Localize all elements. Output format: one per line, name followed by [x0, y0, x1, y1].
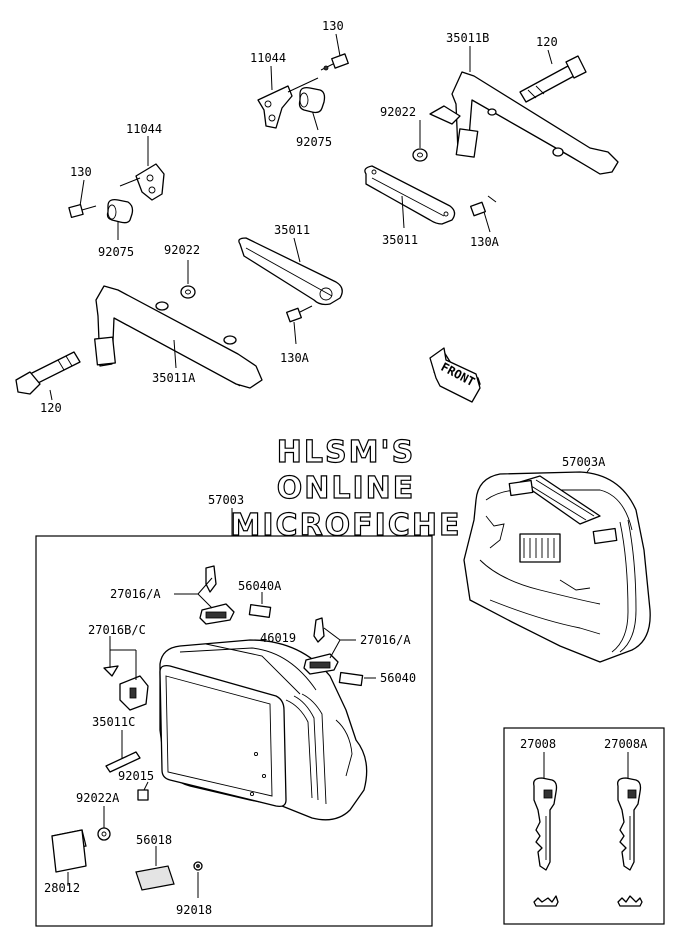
label-130A-mid: 130A: [280, 351, 310, 365]
watermark-line-2: ONLINE: [277, 471, 416, 506]
watermark-line-1: HLSM'S: [277, 435, 415, 470]
damper-92075-left: [106, 198, 134, 240]
keys-box: [503, 727, 665, 925]
label-92015: 92015: [118, 769, 154, 783]
bolt-130-top: [320, 33, 349, 71]
washer-92022A: [97, 806, 111, 841]
carrier-35011B: [429, 46, 619, 175]
bolt-130A-mid: [286, 305, 313, 345]
label-130-left: 130: [70, 165, 92, 179]
label-120-top: 120: [536, 35, 558, 49]
label-35011A: 35011A: [152, 371, 196, 385]
label-35011C: 35011C: [92, 715, 135, 729]
bracket-11044-top: [257, 65, 319, 129]
label-27016A-2: 27016/A: [360, 633, 411, 647]
reflector-28012: [51, 829, 87, 886]
washer-92022-right: [412, 120, 428, 162]
sticker-56040A: [248, 592, 272, 618]
label-92075-left: 92075: [98, 245, 134, 259]
label-35011-mid: 35011: [274, 223, 310, 237]
reflector-56018: [135, 846, 175, 891]
latch-27016BC: [103, 636, 149, 711]
bracket-11044-left: [119, 136, 165, 201]
key-profile-27008: [533, 895, 559, 907]
label-56018: 56018: [136, 833, 172, 847]
watermark-line-3: MICROFICHE: [231, 508, 462, 543]
bolt-120-right: [519, 49, 587, 103]
key-27008A: [617, 777, 642, 871]
damper-92075-top: [298, 86, 326, 131]
saddlebag-57003-box: [35, 535, 433, 927]
label-92022-mid: 92022: [164, 243, 200, 257]
label-27008: 27008: [520, 737, 556, 751]
latch-27016A-right: [303, 617, 356, 675]
bolt-130A-right: [470, 195, 497, 233]
label-92022-top: 92022: [380, 105, 416, 119]
label-11044-left: 11044: [126, 122, 162, 136]
bolt-130-left: [68, 179, 97, 219]
label-27016BC: 27016B/C: [88, 623, 146, 637]
label-92022A: 92022A: [76, 791, 120, 805]
label-130-top: 130: [322, 19, 344, 33]
saddlebag-57003A: [463, 467, 651, 663]
label-57003: 57003: [208, 493, 244, 507]
label-56040: 56040: [380, 671, 416, 685]
strap-35011C: [105, 730, 141, 773]
label-130A-right: 130A: [470, 235, 500, 249]
label-35011-right: 35011: [382, 233, 418, 247]
label-35011B: 35011B: [446, 31, 489, 45]
label-27016A-1: 27016/A: [110, 587, 161, 601]
label-92018: 92018: [176, 903, 212, 917]
label-56040A: 56040A: [238, 579, 282, 593]
nut-92018: [193, 861, 203, 898]
label-57003A: 57003A: [562, 455, 606, 469]
key-profile-27008A: [617, 895, 643, 907]
carrier-35011A: [94, 285, 263, 389]
saddlebag-46019: [159, 639, 368, 821]
sticker-56040: [338, 671, 376, 687]
label-92075-top: 92075: [296, 135, 332, 149]
label-120-left: 120: [40, 401, 62, 415]
plate-35011-mid: [238, 237, 343, 306]
label-28012: 28012: [44, 881, 80, 895]
latch-27016A-top: [174, 565, 235, 625]
washer-92022-mid: [180, 260, 196, 299]
plate-35011-right: [364, 165, 456, 229]
key-27008: [533, 777, 558, 871]
nut-92015: [137, 781, 149, 801]
label-46019: 46019: [260, 631, 296, 645]
label-11044-top: 11044: [250, 51, 286, 65]
front-arrow: FRONT: [429, 347, 481, 403]
bolt-120-left: [15, 351, 81, 401]
label-27008A: 27008A: [604, 737, 648, 751]
